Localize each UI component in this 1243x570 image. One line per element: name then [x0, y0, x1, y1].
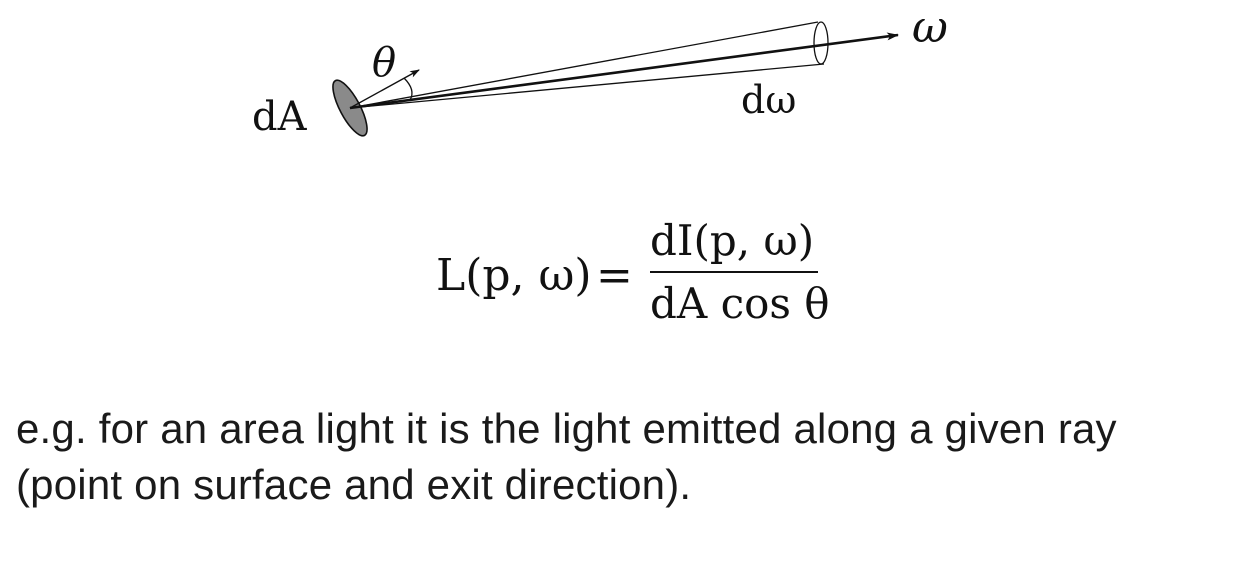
surface-normal — [349, 69, 420, 109]
theta-label: θ — [372, 40, 396, 86]
caption: e.g. for an area light it is the light e… — [16, 401, 1236, 513]
equation-denominator: dA cos θ — [650, 279, 830, 328]
equation-lhs: L(p, ω) — [436, 250, 592, 301]
direction-label: ω — [912, 2, 948, 53]
cone-upper-edge — [349, 21, 819, 109]
direction-ray — [349, 32, 899, 110]
caption-line-1: e.g. for an area light it is the light e… — [16, 405, 1117, 452]
solid-angle-label: dω — [741, 78, 796, 122]
equation-equals: = — [596, 250, 633, 301]
radiance-equation: L(p, ω) = dI(p, ω) dA cos θ — [436, 216, 830, 328]
theta-arc — [403, 77, 413, 101]
cone-cap — [813, 21, 829, 65]
caption-line-2: (point on surface and exit direction). — [16, 461, 692, 508]
equation-numerator: dI(p, ω) — [650, 216, 814, 265]
cone-lower-edge — [349, 63, 825, 109]
area-label: dA — [252, 94, 308, 140]
